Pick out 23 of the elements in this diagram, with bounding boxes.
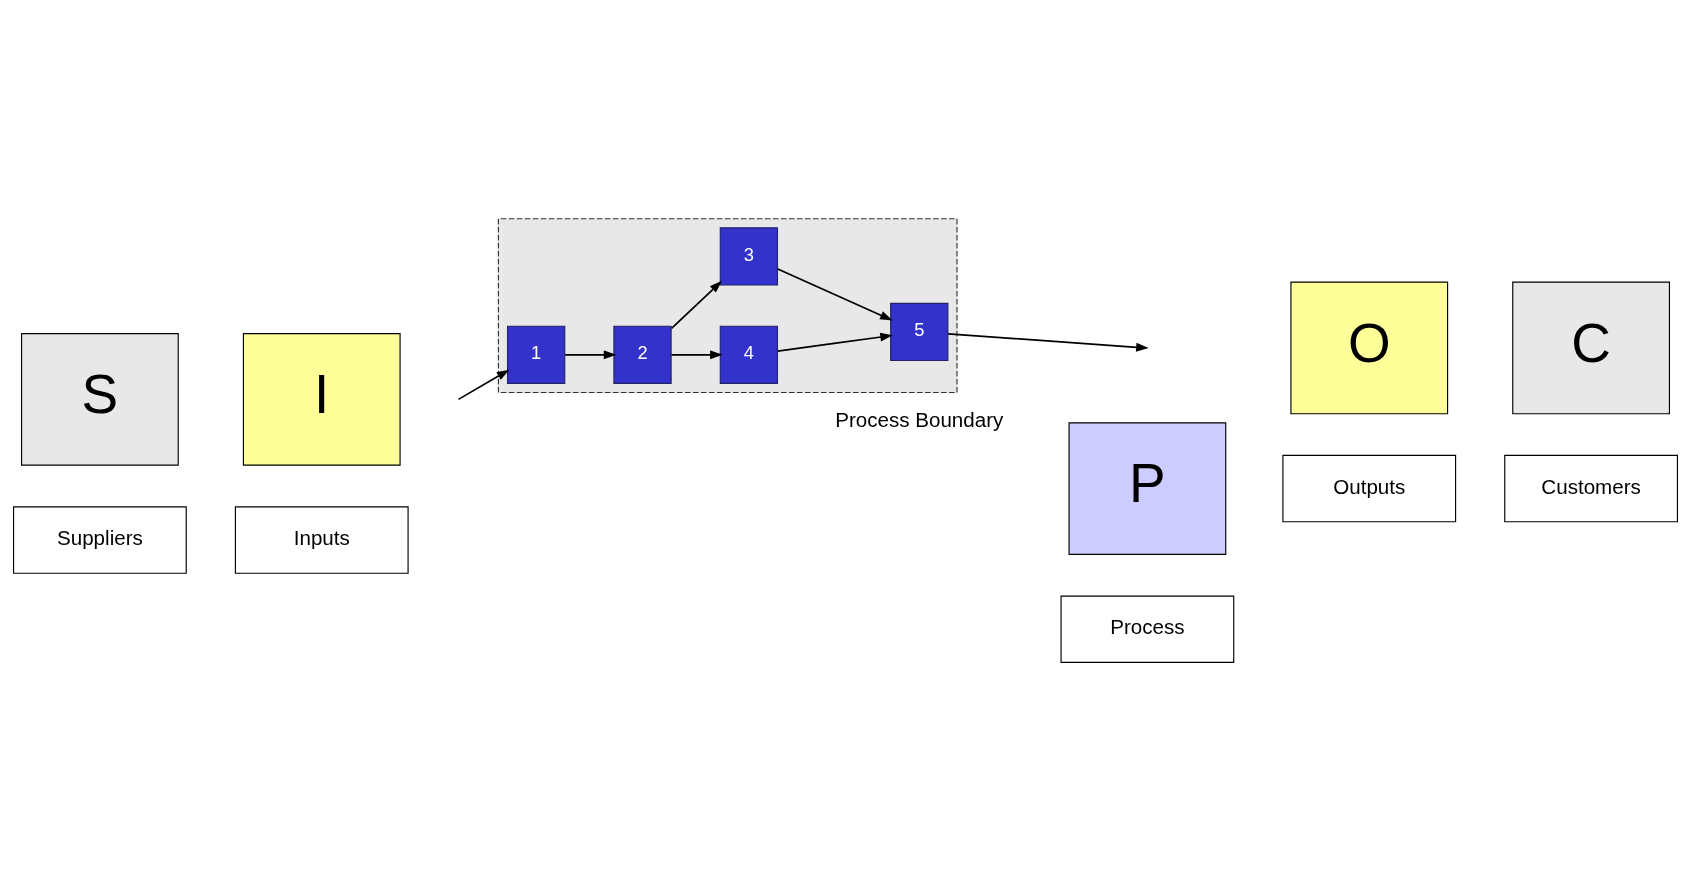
arrow	[670, 280, 722, 330]
label: Process Boundary	[835, 408, 1004, 432]
arrow	[670, 350, 723, 360]
node-box: 2	[613, 325, 672, 384]
arrow	[457, 369, 510, 401]
node-box: Outputs	[1282, 454, 1457, 523]
node-box: C	[1512, 281, 1670, 415]
node-box: S	[21, 333, 179, 466]
arrow	[564, 350, 617, 360]
node-box: 1	[507, 325, 566, 384]
arrow	[776, 332, 893, 352]
arrow	[947, 333, 1149, 352]
node-box: 3	[719, 227, 779, 286]
node-box: 5	[890, 302, 949, 362]
arrow	[776, 268, 893, 321]
node-box: P	[1068, 422, 1227, 555]
node-box: I	[242, 333, 401, 466]
node-box: Inputs	[234, 506, 409, 574]
node-box: Customers	[1504, 454, 1678, 523]
node-box: Process	[1060, 595, 1235, 663]
node-box: Suppliers	[13, 506, 187, 574]
node-box: 4	[719, 325, 779, 384]
node-box: O	[1290, 281, 1449, 415]
